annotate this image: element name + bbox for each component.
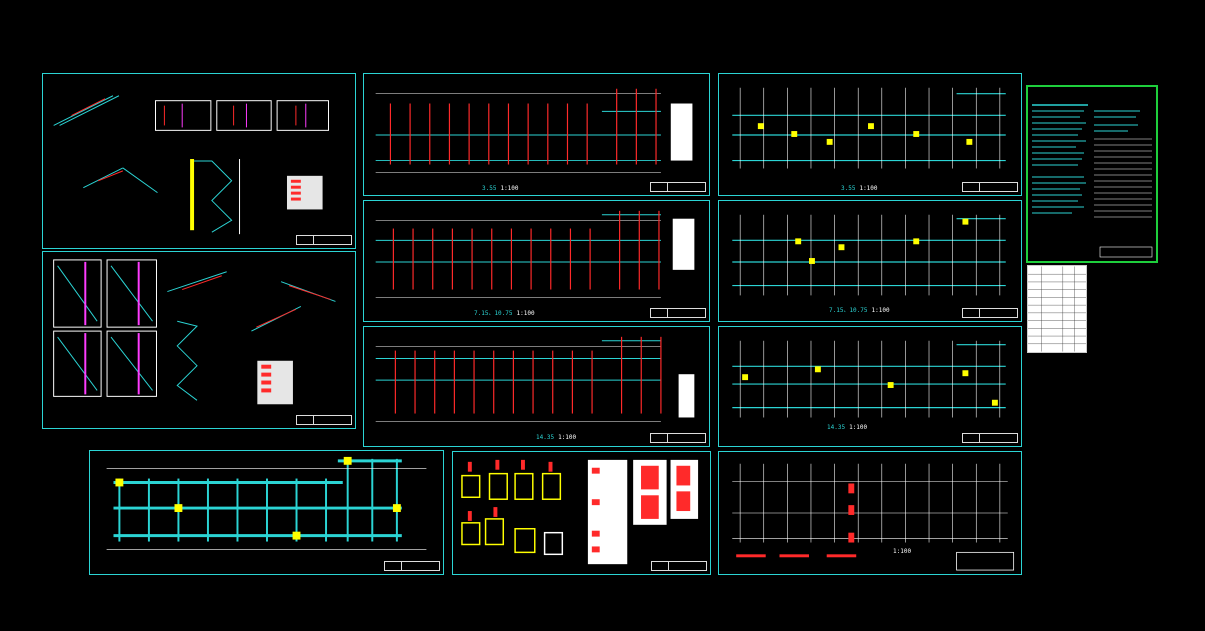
stair-sections-drawing bbox=[53, 259, 336, 405]
title-block bbox=[650, 182, 706, 192]
drawing-sheet-foundation-beams[interactable] bbox=[89, 450, 444, 575]
title-block bbox=[384, 561, 440, 571]
column-section-details bbox=[461, 459, 699, 565]
title-block bbox=[962, 308, 1018, 318]
title-block bbox=[296, 415, 352, 425]
notes-text-lines bbox=[1032, 104, 1153, 258]
beam-plan-drawing bbox=[732, 340, 1006, 418]
rebar-schedule-sheet[interactable] bbox=[1027, 265, 1087, 353]
schedule-table bbox=[1028, 266, 1086, 352]
drawing-sheet-column-details[interactable] bbox=[452, 451, 711, 575]
title-block bbox=[296, 235, 352, 245]
stair-details-drawing bbox=[53, 95, 330, 235]
foundation-beam-plan bbox=[106, 456, 427, 550]
title-block bbox=[962, 433, 1018, 443]
drawing-sheet-column-layout[interactable]: 1:100 bbox=[718, 451, 1022, 575]
rebar-plan-drawing bbox=[375, 210, 695, 298]
sheet-caption: 1:100 bbox=[893, 548, 912, 555]
drawing-sheet-stair-details-2[interactable] bbox=[42, 251, 356, 429]
rebar-plan-drawing bbox=[375, 88, 693, 173]
title-block bbox=[651, 561, 707, 571]
beam-plan-drawing bbox=[732, 214, 1006, 296]
column-layout-drawing bbox=[732, 463, 1015, 571]
rebar-plan-drawing bbox=[375, 336, 695, 422]
beam-plan-drawing bbox=[732, 87, 1006, 169]
title-block bbox=[650, 433, 706, 443]
title-block bbox=[650, 308, 706, 318]
drawing-sheet-stair-details-1[interactable] bbox=[42, 73, 356, 249]
design-notes-sheet[interactable] bbox=[1026, 85, 1158, 263]
title-block bbox=[962, 182, 1018, 192]
